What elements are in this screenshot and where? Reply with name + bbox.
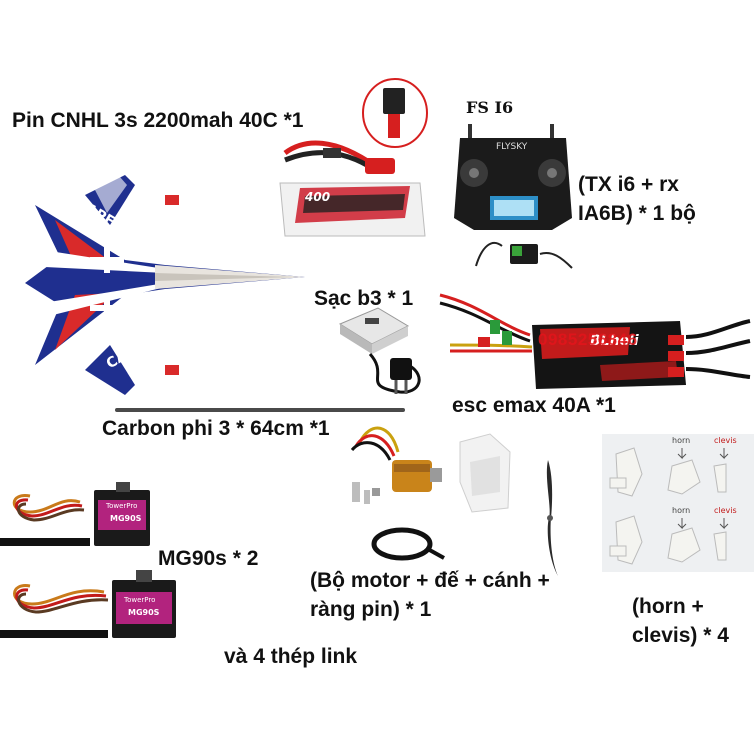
steel-link-label: và 4 thép link: [224, 645, 358, 668]
battery-image: 400: [255, 78, 435, 248]
charger-label: Sạc b3 * 1: [314, 287, 414, 310]
transmitter-label: (TX i6 + rx IA6B) * 1 bộ: [578, 173, 696, 226]
horn-caption-2: clevis: [714, 436, 737, 445]
horn-clevis-image: horn clevis horn clevis: [602, 434, 754, 572]
servo-bottom-brand: TowerPro: [124, 596, 156, 604]
esc-image: BLheli: [439, 285, 751, 415]
motor-kit-label: (Bộ motor + đế + cánh + ràng pin) * 1: [310, 569, 550, 622]
battery-brand-text: 400: [305, 190, 331, 204]
charger-image: [330, 296, 438, 400]
transmitter-brand-text: FLYSKY: [496, 142, 528, 152]
propeller-image: [536, 458, 566, 578]
servo-label: MG90s * 2: [158, 547, 259, 570]
horn-caption-4: clevis: [714, 506, 737, 515]
carbon-rod: [115, 408, 405, 412]
phone-watermark: 0985256846: [538, 330, 638, 349]
servo-image-bottom: TowerPro MG90S: [0, 570, 185, 650]
horn-label: (horn + clevis) * 4: [632, 595, 729, 648]
battery-label: Pin CNHL 3s 2200mah 40C *1: [12, 109, 304, 132]
esc-label: esc emax 40A *1: [452, 394, 616, 417]
horn-caption-1: horn: [672, 436, 691, 445]
transmitter-image: FLYSKY: [452, 118, 574, 276]
motor-kit-image: [340, 412, 520, 572]
plane-image: CAPF CAPF: [15, 165, 315, 405]
transmitter-title-label: FS I6: [466, 98, 514, 117]
servo-top-model: MG90S: [110, 514, 142, 523]
servo-image-top: TowerPro MG90S: [0, 482, 160, 562]
esc-brand-text: BLheli: [590, 333, 639, 349]
servo-bottom-model: MG90S: [128, 608, 160, 617]
carbon-label: Carbon phi 3 * 64cm *1: [102, 417, 330, 440]
horn-caption-3: horn: [672, 506, 691, 515]
servo-top-brand: TowerPro: [106, 502, 138, 510]
